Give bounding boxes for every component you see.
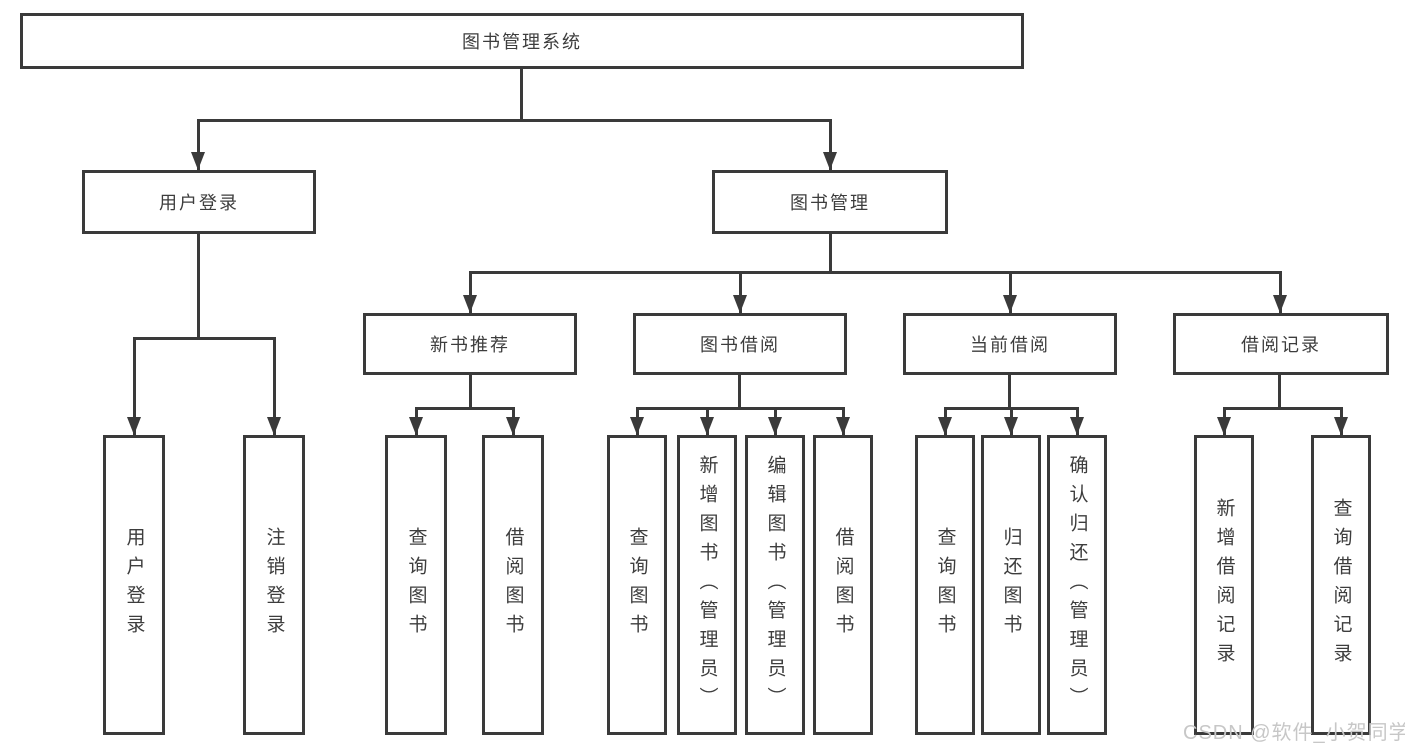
connector-line [197, 234, 200, 340]
connector-line [197, 119, 200, 170]
arrowhead-down-icon [1070, 417, 1084, 435]
leaf-bookborrow-edit: 编辑图书（管理员） [745, 435, 805, 735]
node-borrow-records: 借阅记录 [1173, 313, 1389, 375]
connector-line [829, 119, 832, 170]
connector-line [469, 271, 1282, 274]
arrowhead-down-icon [191, 152, 205, 170]
leaf-user-login-label: 用户登录 [123, 527, 145, 643]
connector-line [469, 271, 472, 313]
arrowhead-down-icon [267, 417, 281, 435]
connector-line [739, 271, 742, 313]
leaf-bookborrow-edit-label: 编辑图书（管理员） [764, 454, 786, 716]
node-new-books-label: 新书推荐 [430, 335, 510, 355]
node-current-borrow: 当前借阅 [903, 313, 1117, 375]
arrowhead-down-icon [700, 417, 714, 435]
leaf-currentborrow-confirm: 确认归还（管理员） [1047, 435, 1107, 735]
arrowhead-down-icon [1273, 295, 1287, 313]
node-root: 图书管理系统 [20, 13, 1024, 69]
leaf-currentborrow-query: 查询图书 [915, 435, 975, 735]
leaf-records-add-label: 新增借阅记录 [1213, 498, 1235, 672]
node-book-mgmt-label: 图书管理 [790, 193, 870, 213]
arrowhead-down-icon [823, 152, 837, 170]
leaf-bookborrow-borrow: 借阅图书 [813, 435, 873, 735]
arrowhead-down-icon [733, 295, 747, 313]
leaf-currentborrow-confirm-label: 确认归还（管理员） [1066, 454, 1088, 716]
leaf-logout-label: 注销登录 [263, 527, 285, 643]
connector-line [197, 119, 832, 122]
connector-line [1009, 271, 1012, 313]
node-book-borrow-label: 图书借阅 [700, 335, 780, 355]
node-current-borrow-label: 当前借阅 [970, 335, 1050, 355]
arrowhead-down-icon [409, 417, 423, 435]
leaf-newbooks-borrow: 借阅图书 [482, 435, 544, 735]
connector-line [1278, 375, 1281, 410]
leaf-newbooks-query-label: 查询图书 [405, 527, 427, 643]
leaf-newbooks-borrow-label: 借阅图书 [502, 527, 524, 643]
node-borrow-records-label: 借阅记录 [1241, 335, 1321, 355]
connector-line [636, 407, 845, 410]
leaf-records-add: 新增借阅记录 [1194, 435, 1254, 735]
connector-line [1008, 375, 1011, 410]
leaf-records-query-label: 查询借阅记录 [1330, 498, 1352, 672]
arrowhead-down-icon [463, 295, 477, 313]
leaf-bookborrow-query: 查询图书 [607, 435, 667, 735]
node-book-borrow: 图书借阅 [633, 313, 847, 375]
arrowhead-down-icon [1334, 417, 1348, 435]
leaf-currentborrow-return-label: 归还图书 [1000, 527, 1022, 643]
connector-line [520, 69, 523, 122]
arrowhead-down-icon [127, 417, 141, 435]
connector-line [273, 337, 276, 435]
connector-line [1223, 407, 1343, 410]
connector-line [1279, 271, 1282, 313]
csdn-watermark: CSDN @软件_小贺同学 [1183, 722, 1405, 744]
arrowhead-down-icon [1003, 295, 1017, 313]
node-new-books: 新书推荐 [363, 313, 577, 375]
leaf-user-login: 用户登录 [103, 435, 165, 735]
leaf-bookborrow-borrow-label: 借阅图书 [832, 527, 854, 643]
connector-line [738, 375, 741, 410]
node-root-label: 图书管理系统 [462, 32, 582, 52]
arrowhead-down-icon [1004, 417, 1018, 435]
connector-line [133, 337, 276, 340]
arrowhead-down-icon [506, 417, 520, 435]
node-user-login-label: 用户登录 [159, 193, 239, 213]
leaf-bookborrow-add: 新增图书（管理员） [677, 435, 737, 735]
node-user-login: 用户登录 [82, 170, 316, 234]
leaf-newbooks-query: 查询图书 [385, 435, 447, 735]
arrowhead-down-icon [1217, 417, 1231, 435]
leaf-currentborrow-return: 归还图书 [981, 435, 1041, 735]
leaf-bookborrow-add-label: 新增图书（管理员） [696, 454, 718, 716]
arrowhead-down-icon [768, 417, 782, 435]
node-book-mgmt: 图书管理 [712, 170, 948, 234]
connector-line [415, 407, 515, 410]
arrowhead-down-icon [836, 417, 850, 435]
leaf-records-query: 查询借阅记录 [1311, 435, 1371, 735]
connector-line [829, 234, 832, 274]
arrowhead-down-icon [938, 417, 952, 435]
arrowhead-down-icon [630, 417, 644, 435]
connector-line [469, 375, 472, 410]
connector-line [133, 337, 136, 435]
leaf-currentborrow-query-label: 查询图书 [934, 527, 956, 643]
leaf-logout: 注销登录 [243, 435, 305, 735]
leaf-bookborrow-query-label: 查询图书 [626, 527, 648, 643]
